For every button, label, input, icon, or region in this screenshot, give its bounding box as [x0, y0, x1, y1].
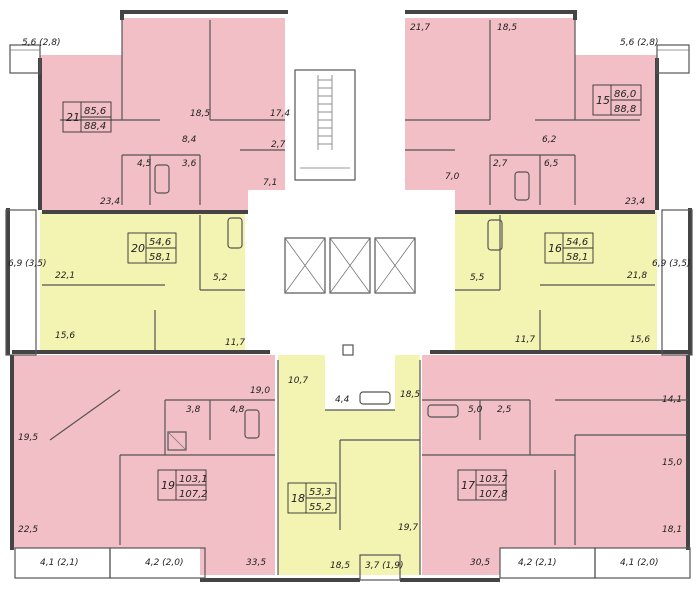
unit-living-area: 54,6 — [566, 237, 588, 248]
room-area: 11,7 — [515, 335, 535, 345]
room-area: 21,8 — [627, 271, 647, 281]
room-area: 18,5 — [400, 390, 420, 400]
unit-total-area: 107,8 — [479, 489, 508, 500]
unit-number: 20 — [131, 242, 145, 255]
unit-label-15: 15 86,0 88,8 — [592, 84, 642, 116]
room-area: 4,5 — [137, 159, 152, 169]
room-area: 6,5 — [544, 159, 559, 169]
room-area: 5,5 — [470, 273, 485, 283]
unit-label-21: 21 85,6 88,4 — [62, 101, 112, 133]
unit-19-fill — [12, 355, 275, 575]
room-area: 23,4 — [100, 197, 120, 207]
room-area-labels: 5,6 (2,8) 5,6 (2,8) 21,7 18,5 18,5 17,4 … — [8, 23, 691, 571]
room-area: 6,9 (3,5) — [652, 259, 691, 269]
room-area: 3,6 — [182, 159, 197, 169]
unit-total-area: 58,1 — [149, 252, 171, 263]
room-area: 19,5 — [18, 433, 38, 443]
outer-walls — [6, 10, 692, 582]
unit-label-18: 18 53,3 55,2 — [287, 482, 337, 514]
room-area: 4,2 (2,0) — [145, 558, 184, 568]
room-area: 5,2 — [213, 273, 228, 283]
room-area: 7,0 — [445, 172, 460, 182]
room-area: 4,2 (2,1) — [518, 558, 557, 568]
unit-label-16: 16 54,6 58,1 — [544, 232, 594, 264]
room-area: 10,7 — [288, 376, 308, 386]
unit-21-fill — [40, 18, 285, 210]
room-area: 5,6 (2,8) — [620, 38, 659, 48]
room-area: 4,8 — [230, 405, 245, 415]
room-area: 5,0 — [468, 405, 483, 415]
room-area: 5,6 (2,8) — [22, 38, 61, 48]
unit-label-20: 20 54,6 58,1 — [127, 232, 177, 264]
unit-label-19: 19 103,1 107,2 — [157, 469, 208, 501]
unit-17-fill — [422, 355, 688, 575]
unit-total-area: 55,2 — [309, 502, 331, 513]
room-area: 3,7 (1,9) — [365, 561, 404, 571]
unit-number: 21 — [66, 111, 80, 124]
balconies — [5, 44, 693, 581]
interior-walls — [42, 20, 688, 575]
unit-total-area: 88,8 — [614, 104, 636, 115]
room-area: 4,1 (2,0) — [620, 558, 659, 568]
bathtubs — [154, 164, 530, 451]
room-area: 18,5 — [330, 561, 350, 571]
unit-living-area: 86,0 — [614, 89, 636, 100]
room-area: 2,5 — [497, 405, 512, 415]
unit-living-area: 103,1 — [179, 474, 208, 485]
unit-15-fill — [405, 18, 657, 210]
room-area: 22,5 — [18, 525, 38, 535]
unit-number: 17 — [461, 479, 475, 492]
unit-number: 15 — [596, 94, 610, 107]
room-area: 18,5 — [497, 23, 517, 33]
room-area: 2,7 — [493, 159, 508, 169]
unit-living-area: 103,7 — [479, 474, 508, 485]
room-area: 15,6 — [630, 335, 650, 345]
room-area: 11,7 — [225, 338, 245, 348]
unit-total-area: 107,2 — [179, 489, 208, 500]
unit-number: 19 — [161, 479, 175, 492]
unit-20-fill — [40, 212, 245, 352]
room-area: 15,0 — [662, 458, 682, 468]
unit-16-fill — [455, 212, 657, 352]
stairwell — [294, 69, 356, 181]
room-area: 33,5 — [246, 558, 266, 568]
room-area: 14,1 — [662, 395, 682, 405]
elevators — [284, 237, 416, 356]
room-area: 8,4 — [182, 135, 197, 145]
room-area: 18,1 — [662, 525, 682, 535]
room-area: 6,2 — [542, 135, 557, 145]
room-area: 7,1 — [263, 178, 277, 188]
room-area: 4,1 (2,1) — [40, 558, 79, 568]
unit-total-area: 58,1 — [566, 252, 588, 263]
room-area: 19,7 — [398, 523, 418, 533]
room-area: 22,1 — [55, 271, 75, 281]
unit-living-area: 53,3 — [309, 487, 331, 498]
room-area: 21,7 — [410, 23, 430, 33]
room-area: 2,7 — [271, 140, 286, 150]
unit-total-area: 88,4 — [84, 121, 106, 132]
room-area: 3,8 — [186, 405, 201, 415]
room-area: 19,0 — [250, 386, 270, 396]
unit-label-17: 17 103,7 107,8 — [457, 469, 508, 501]
room-area: 18,5 — [190, 109, 210, 119]
room-area: 17,4 — [270, 109, 290, 119]
room-area: 6,9 (3,5) — [8, 259, 47, 269]
unit-number: 16 — [548, 242, 562, 255]
room-area: 30,5 — [470, 558, 490, 568]
room-area: 23,4 — [625, 197, 645, 207]
room-area: 15,6 — [55, 331, 75, 341]
unit-number: 18 — [291, 492, 305, 505]
room-area: 4,4 — [335, 395, 350, 405]
unit-living-area: 85,6 — [84, 106, 106, 117]
unit-living-area: 54,6 — [149, 237, 171, 248]
